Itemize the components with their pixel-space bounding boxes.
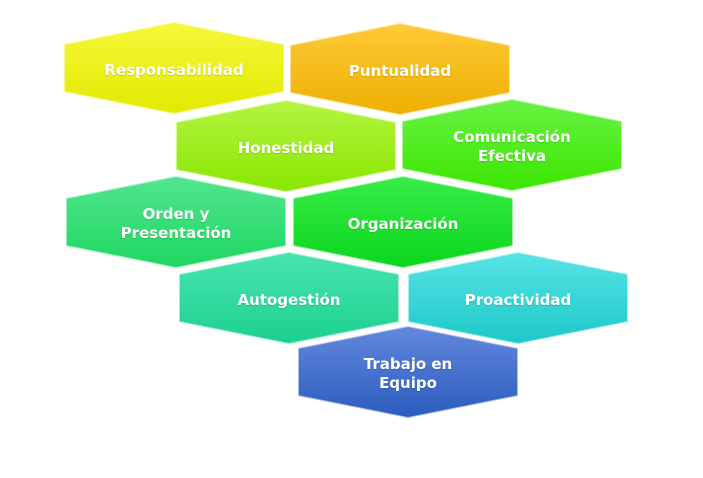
hexagon-label: Autogestión — [237, 290, 341, 309]
hexagon-label: Honestidad — [237, 138, 335, 157]
hexagon-shape — [175, 98, 397, 194]
hexagon-shape — [292, 174, 514, 270]
hexagon-shape — [289, 21, 511, 117]
hexagon-label: Responsabilidad — [104, 60, 244, 79]
hexagon-shape — [297, 324, 519, 420]
hexagon-label: Organización — [347, 214, 459, 233]
hexagon-shape — [63, 20, 285, 116]
hexagon-label: Comunicación Efectiva — [453, 128, 571, 165]
hexagon-shape — [65, 174, 287, 270]
hexagon-shape — [178, 250, 400, 346]
hexagon-label: Orden y Presentación — [120, 205, 232, 242]
hexagon-label: Puntualidad — [348, 61, 452, 80]
hexagon-shape — [401, 97, 623, 193]
hexagon-label: Trabajo en Equipo — [363, 355, 453, 392]
hexagon-shape — [407, 250, 629, 346]
hexagon-label: Proactividad — [464, 290, 572, 309]
